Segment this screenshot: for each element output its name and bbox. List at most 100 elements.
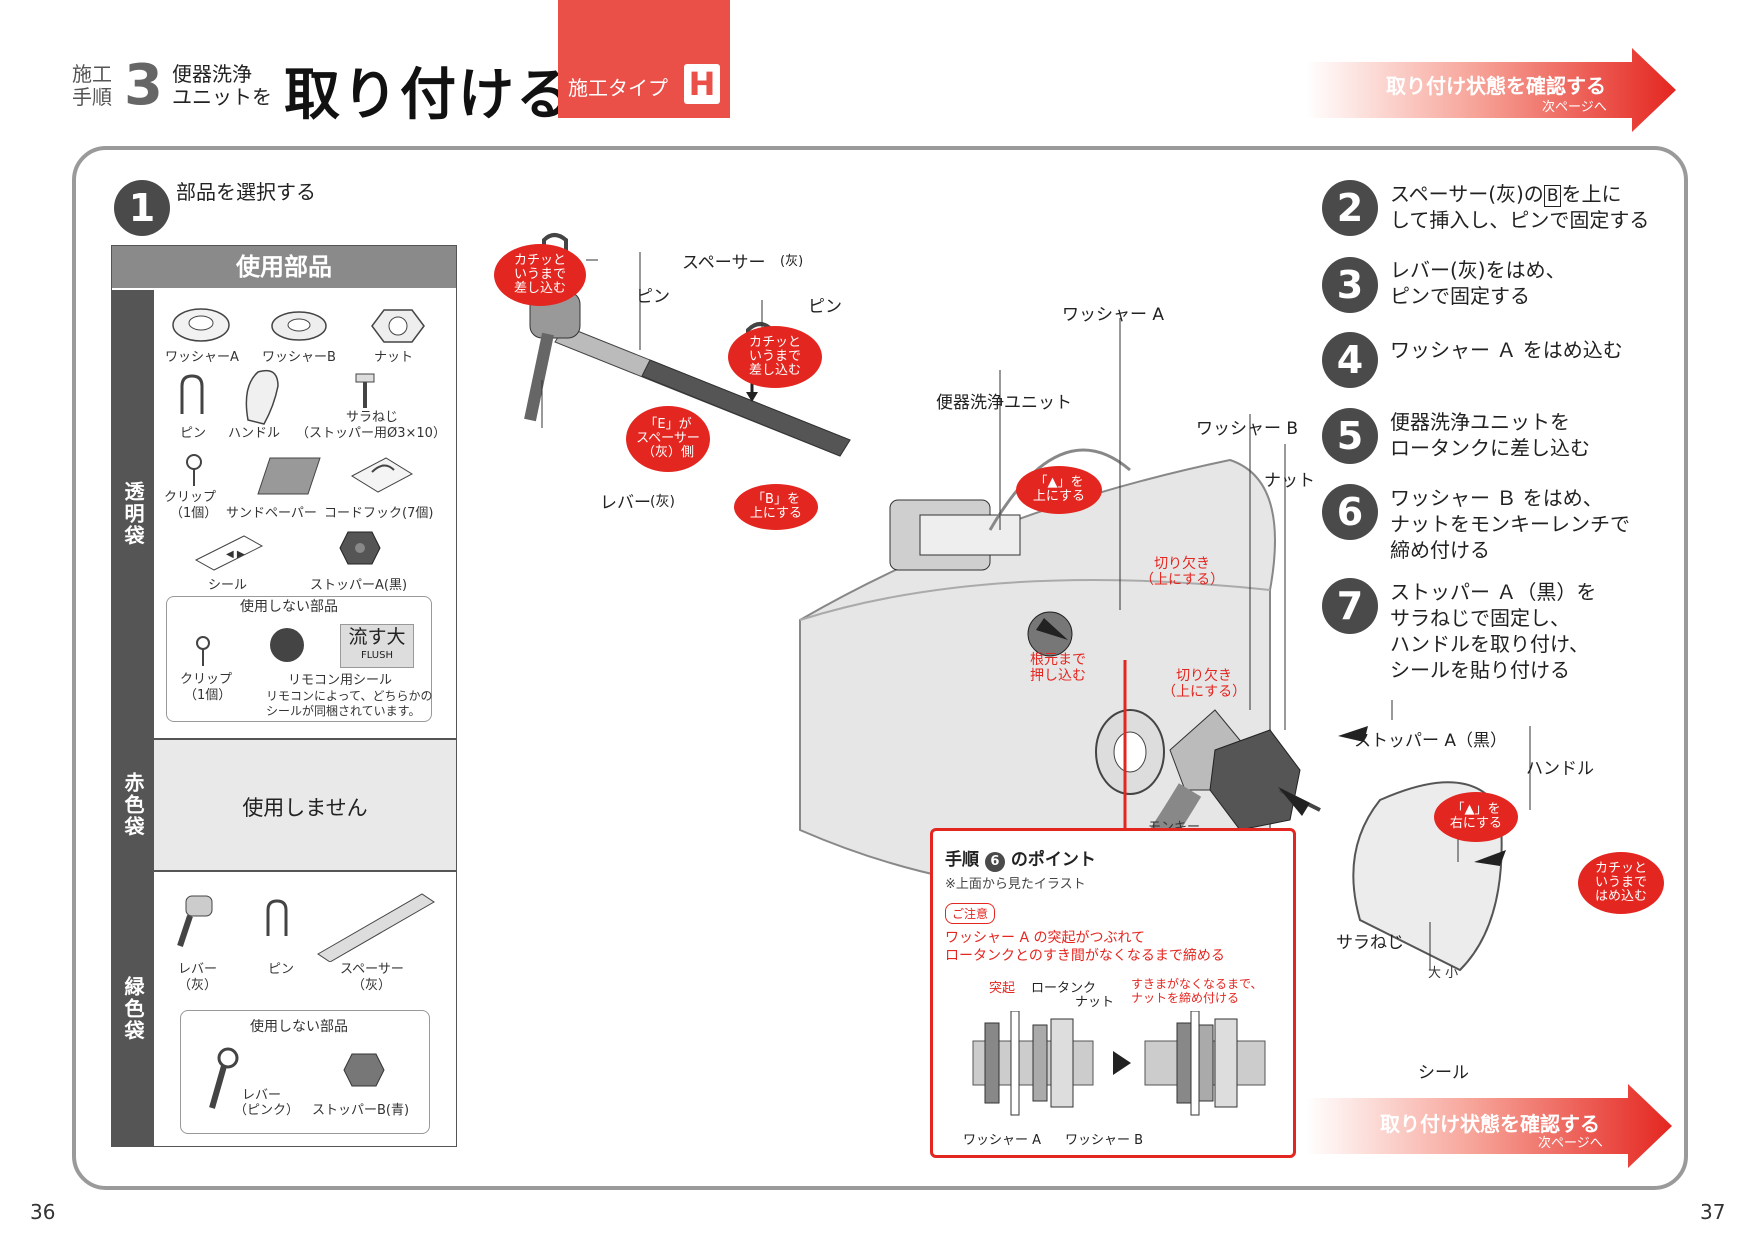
step-7-line-2: サラねじで固定し、 (1390, 606, 1570, 630)
screw-icon (355, 373, 375, 408)
point-note: ※上面から見たイラスト (945, 877, 1086, 892)
label-pin-1: ピン (636, 287, 670, 307)
svg-text:◀ ▶: ◀ ▶ (226, 549, 245, 560)
stopper-b-icon (343, 1053, 385, 1087)
next-banner-bottom-sub: 次ページへ (1538, 1136, 1603, 1151)
step-3-number: 3 (1322, 257, 1378, 313)
stopper-a-icon (339, 531, 381, 565)
step-6-line-3: 締め付ける (1390, 538, 1490, 562)
step-1-text: 部品を選択する (176, 180, 316, 204)
label-spacer: スペーサー (682, 253, 766, 273)
label-notch-2: 切り欠き （上にする） (1162, 668, 1247, 700)
step-7-number: 7 (1322, 578, 1378, 634)
next-banner-bottom-main: 取り付け状態を確認する (1380, 1112, 1600, 1136)
part-stopper-a: ストッパーA(黒) (310, 578, 408, 593)
seal-icon: ◀ ▶ (194, 535, 264, 571)
step-7-line-3: ハンドルを取り付け、 (1390, 632, 1589, 656)
caution-badge: ご注意 (945, 903, 996, 924)
label-unit: 便器洗浄ユニット (936, 393, 1072, 413)
green-lever-pink: レバー (242, 1088, 282, 1103)
step-5-line-2: ロータンクに差し込む (1390, 436, 1590, 460)
part-clip-count: （1個） (170, 506, 218, 521)
callout-triangle-right: 「▲」を 右にする (1434, 792, 1518, 842)
part-seal: シール (208, 578, 248, 593)
step-3-line-2: ピンで固定する (1390, 284, 1530, 308)
green-unused-title: 使用しない部品 (250, 1019, 348, 1035)
arrow-right-icon (1306, 48, 1676, 132)
label-screw: サラねじ (1336, 933, 1404, 953)
step-3-line-1: レバー(灰)をはめ、 (1390, 258, 1566, 282)
label-spacer-color: (灰) (780, 254, 804, 269)
step-7-line-1: ストッパー Ａ（黒）を (1390, 580, 1597, 604)
label-pin-2: ピン (808, 297, 842, 317)
handle-icon (245, 369, 279, 425)
part-screw-spec: （ストッパー用Ø3×10） (296, 426, 446, 441)
installation-diagram (524, 233, 1531, 972)
callout-click-3: カチッと いうまで はめ込む (1578, 852, 1664, 914)
unused-clip-label: クリップ (180, 672, 233, 687)
label-washer-a: ワッシャー A (1062, 305, 1165, 325)
point-title: 手順 6 のポイント (945, 850, 1096, 872)
step-word-1: 施工 (72, 62, 112, 86)
label-handle: ハンドル (1526, 759, 1594, 779)
washer-b-icon (271, 311, 327, 341)
green-spacer: スペーサー (340, 962, 404, 977)
label-seal: シール (1418, 1063, 1469, 1083)
step-word-2: 手順 (72, 85, 112, 109)
next-page-banner-bottom[interactable]: 取り付け状態を確認する 次ページへ (1306, 1084, 1672, 1168)
part-sandpaper: サンドペーパー (226, 506, 317, 521)
lever-gray-icon (177, 895, 213, 947)
label-lever-color: (灰) (650, 494, 675, 510)
red-bag-label: 赤色袋 (112, 740, 154, 870)
seal-text-b: FLUSH (360, 650, 393, 661)
green-bag-unused-box (180, 1010, 430, 1134)
label-push: 根元まで 押し込む (1030, 652, 1086, 684)
point-warn-2: ロータンクとのすき間がなくなるまで締める (945, 948, 1225, 964)
part-cord-hook: コードフック(7個) (324, 506, 434, 521)
cord-hook-icon (350, 457, 414, 493)
clip-icon (186, 454, 202, 486)
parts-table-head: 使用部品 (112, 246, 456, 288)
step-number: 3 (124, 53, 163, 118)
label-lever: レバー (600, 493, 651, 513)
step-5-line-1: 便器洗浄ユニットを (1390, 410, 1570, 434)
callout-click-1: カチッと いうまで 差し込む (494, 244, 586, 306)
remocon-seal-label: リモコン用シール (288, 673, 393, 688)
remocon-seal-round-icon (270, 628, 304, 662)
green-spacer-color: （灰） (352, 978, 392, 993)
next-page-banner-top[interactable]: 取り付け状態を確認する 次ページへ (1306, 48, 1676, 132)
lever-pink-icon (209, 1047, 239, 1109)
header-subtitle-2: ユニットを (172, 85, 272, 109)
remocon-note-2: シールが同梱されています。 (266, 704, 421, 718)
gap-note-1: すきまがなくなるまで、 (1131, 977, 1263, 991)
label-washer-b: ワッシャー B (1196, 419, 1299, 439)
step-1-number: 1 (114, 180, 170, 236)
step-6-point-box: 手順 6 のポイント ※上面から見たイラスト ご注意 ワッシャー A の突起がつ… (930, 828, 1296, 1158)
clear-unused-title: 使用しない部品 (240, 599, 338, 615)
part-nut: ナット (374, 350, 414, 365)
label-nut: ナット (1264, 471, 1315, 491)
part-washer-a: ワッシャーA (165, 350, 239, 365)
pin-icon (180, 374, 204, 414)
callout-e-side: 「E」が スペーサー （灰）側 (626, 406, 710, 472)
label-nut-small: ナット (1075, 995, 1115, 1010)
step-6-line-1: ワッシャー Ｂ をはめ、 (1390, 486, 1603, 510)
step-6-number: 6 (1322, 484, 1378, 540)
page-number-left: 36 (30, 1200, 56, 1224)
part-washer-b: ワッシャーB (262, 350, 336, 365)
label-notch-1: 切り欠き （上にする） (1140, 556, 1225, 588)
nut-icon (371, 309, 425, 343)
remocon-note-1: リモコンによって、どちらかの (266, 689, 433, 703)
red-bag-area: 使用しません (154, 740, 456, 870)
step-5-number: 5 (1322, 408, 1378, 464)
seal-marks: 大 小 (1428, 966, 1459, 981)
green-lever-pink-color: （ピンク） (234, 1103, 300, 1118)
header-subtitle-1: 便器洗浄 (172, 62, 252, 86)
construction-type-box: 施工タイプ H (558, 0, 730, 118)
clear-bag-label: 透明袋 (112, 290, 154, 738)
callout-triangle-up: 「▲」を 上にする (1016, 466, 1102, 514)
label-tank: ロータンク (1031, 981, 1097, 996)
washer-a-icon (172, 308, 230, 342)
seal-text-a: 流す大 (348, 626, 406, 648)
